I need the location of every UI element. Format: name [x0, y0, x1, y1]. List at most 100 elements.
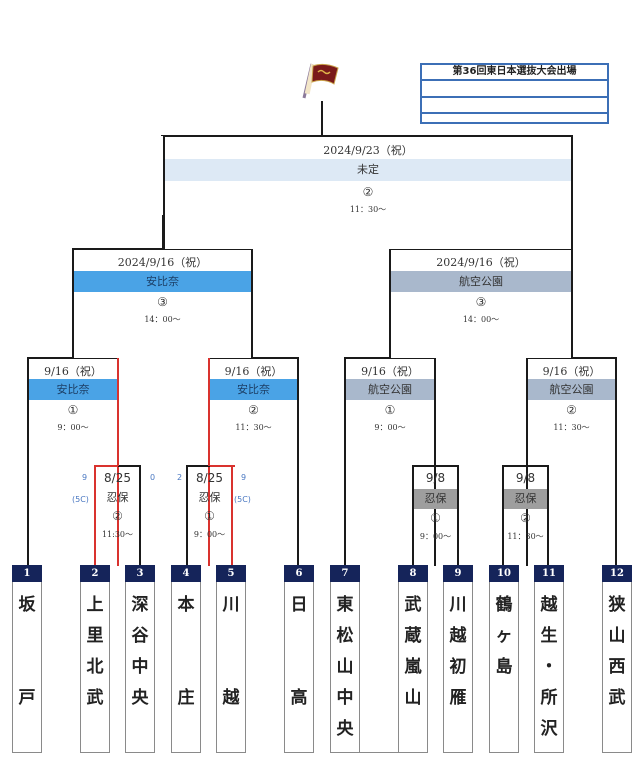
- team-name-char: 坂: [18, 595, 36, 615]
- match-date: 9/16（祝）: [44, 365, 102, 378]
- match-game-number: ③: [157, 295, 168, 309]
- quarterfinal-match-1: 9/16（祝） 安比奈 ① 9：00～: [27, 357, 119, 566]
- match-time: 14：00～: [144, 315, 181, 324]
- legend-row: [422, 98, 607, 114]
- team-number: 2: [80, 565, 110, 582]
- team-name-char: 央: [336, 719, 354, 739]
- match-date: 2024/9/16（祝）: [117, 256, 208, 269]
- final-match: 2024/9/23（祝） 未定 ② 11：30～: [163, 135, 573, 249]
- winner-line: [117, 357, 119, 466]
- score-team-3: 0: [150, 473, 156, 482]
- score-team-4: 2: [177, 473, 183, 482]
- team-name-char: 中: [131, 657, 149, 677]
- bracket-line: [526, 432, 528, 466]
- team-name-char: 戸: [18, 688, 36, 708]
- team-number: 3: [125, 565, 155, 582]
- bracket-line: [389, 324, 391, 358]
- team-name-box: 坂戸: [12, 582, 42, 753]
- team-name-char: 東: [336, 595, 354, 615]
- match-date: 9/8: [515, 471, 536, 485]
- match-venue: 航空公園: [346, 379, 434, 400]
- team-name-box: 鶴ヶ島: [489, 582, 519, 753]
- team-number: 5: [216, 565, 246, 582]
- match-venue: 未定: [165, 159, 571, 181]
- match-time: 9：00～: [374, 423, 406, 432]
- team-number: 9: [443, 565, 473, 582]
- team-name-char: 高: [290, 688, 308, 708]
- team-name-char: 本: [177, 595, 195, 615]
- semifinal-match-right: 2024/9/16（祝） 航空公園 ③ 14：00～: [389, 248, 573, 358]
- bracket-line: [186, 465, 210, 467]
- bracket-line: [163, 215, 165, 249]
- match-game-number: ①: [384, 403, 396, 417]
- match-venue: 忍保: [198, 491, 221, 504]
- match-game-number: ①: [204, 509, 215, 523]
- team-name-char: 里: [86, 626, 104, 646]
- team-name-char: 嵐: [404, 657, 422, 677]
- team-name-char: 川: [449, 595, 467, 615]
- match-venue: 安比奈: [210, 379, 297, 400]
- team-name-box: 深谷中央: [125, 582, 155, 753]
- score-team-5: 9: [241, 473, 247, 482]
- match-time: 11：30～: [507, 532, 544, 541]
- team-name-char: 北: [86, 657, 104, 677]
- team-name-char: 初: [449, 657, 467, 677]
- bracket-line: [118, 465, 141, 467]
- team-name-char: 西: [608, 657, 626, 677]
- bracket-line: [72, 324, 74, 358]
- score-note-team-2: (5C): [72, 495, 89, 504]
- match-time: 9：00～: [57, 423, 89, 432]
- first-round-match-1: 8/25 忍保 ② 11:30～: [94, 465, 141, 566]
- team-name-char: 日: [290, 595, 308, 615]
- match-time: 9：00～: [193, 530, 226, 539]
- team-name-char: 所: [540, 688, 558, 708]
- team-name-char: 庄: [177, 688, 195, 708]
- match-game-number: ②: [566, 403, 577, 417]
- team-name-box: 日高: [284, 582, 314, 753]
- team-name-char: ヶ: [495, 626, 513, 646]
- first-round-match-3: 9/8 忍保 ① 9：00～: [412, 465, 459, 566]
- match-game-number: ②: [248, 403, 259, 417]
- match-date: 8/25: [196, 471, 223, 485]
- match-game-number: ③: [475, 295, 487, 309]
- team-name-char: 谷: [131, 626, 149, 646]
- bracket-line: [161, 135, 163, 136]
- team-name-box: 川越初雁: [443, 582, 473, 753]
- team-name-char: 武: [86, 688, 104, 708]
- team-name-box: 川越: [216, 582, 246, 753]
- team-number: 1: [12, 565, 42, 582]
- match-game-number: ②: [362, 185, 374, 199]
- match-venue: 航空公園: [391, 271, 571, 292]
- team-number: 12: [602, 565, 632, 582]
- score-note-team-5: (5C): [234, 495, 251, 504]
- team-number: 4: [171, 565, 201, 582]
- team-name-char: 狭: [608, 595, 626, 615]
- victory-flag-icon: [298, 58, 344, 100]
- team-name-char: 山: [336, 657, 354, 677]
- match-game-number: ②: [112, 509, 123, 523]
- match-date: 2024/9/16（祝）: [436, 256, 526, 269]
- team-name-box: 本庄: [171, 582, 201, 753]
- team-name-box: 東松山中央: [330, 582, 360, 753]
- match-time: 11：30～: [553, 423, 590, 432]
- team-7-8-frame: [359, 582, 398, 753]
- team-number: 10: [489, 565, 519, 582]
- match-date: 8/25: [104, 471, 131, 485]
- team-name-char: 中: [336, 688, 354, 708]
- quarterfinal-match-3: 9/16（祝） 航空公園 ① 9：00～: [344, 357, 436, 566]
- team-name-char: 沢: [540, 719, 558, 739]
- team-name-box: 武蔵嵐山: [398, 582, 428, 753]
- team-name-char: 川: [222, 595, 240, 615]
- team-name-box: 越生・所沢: [534, 582, 564, 753]
- first-round-match-2: 8/25 忍保 ① 9：00～: [186, 465, 235, 566]
- team-name-char: 雁: [449, 688, 467, 708]
- team-number: 8: [398, 565, 428, 582]
- winner-line: [208, 357, 210, 466]
